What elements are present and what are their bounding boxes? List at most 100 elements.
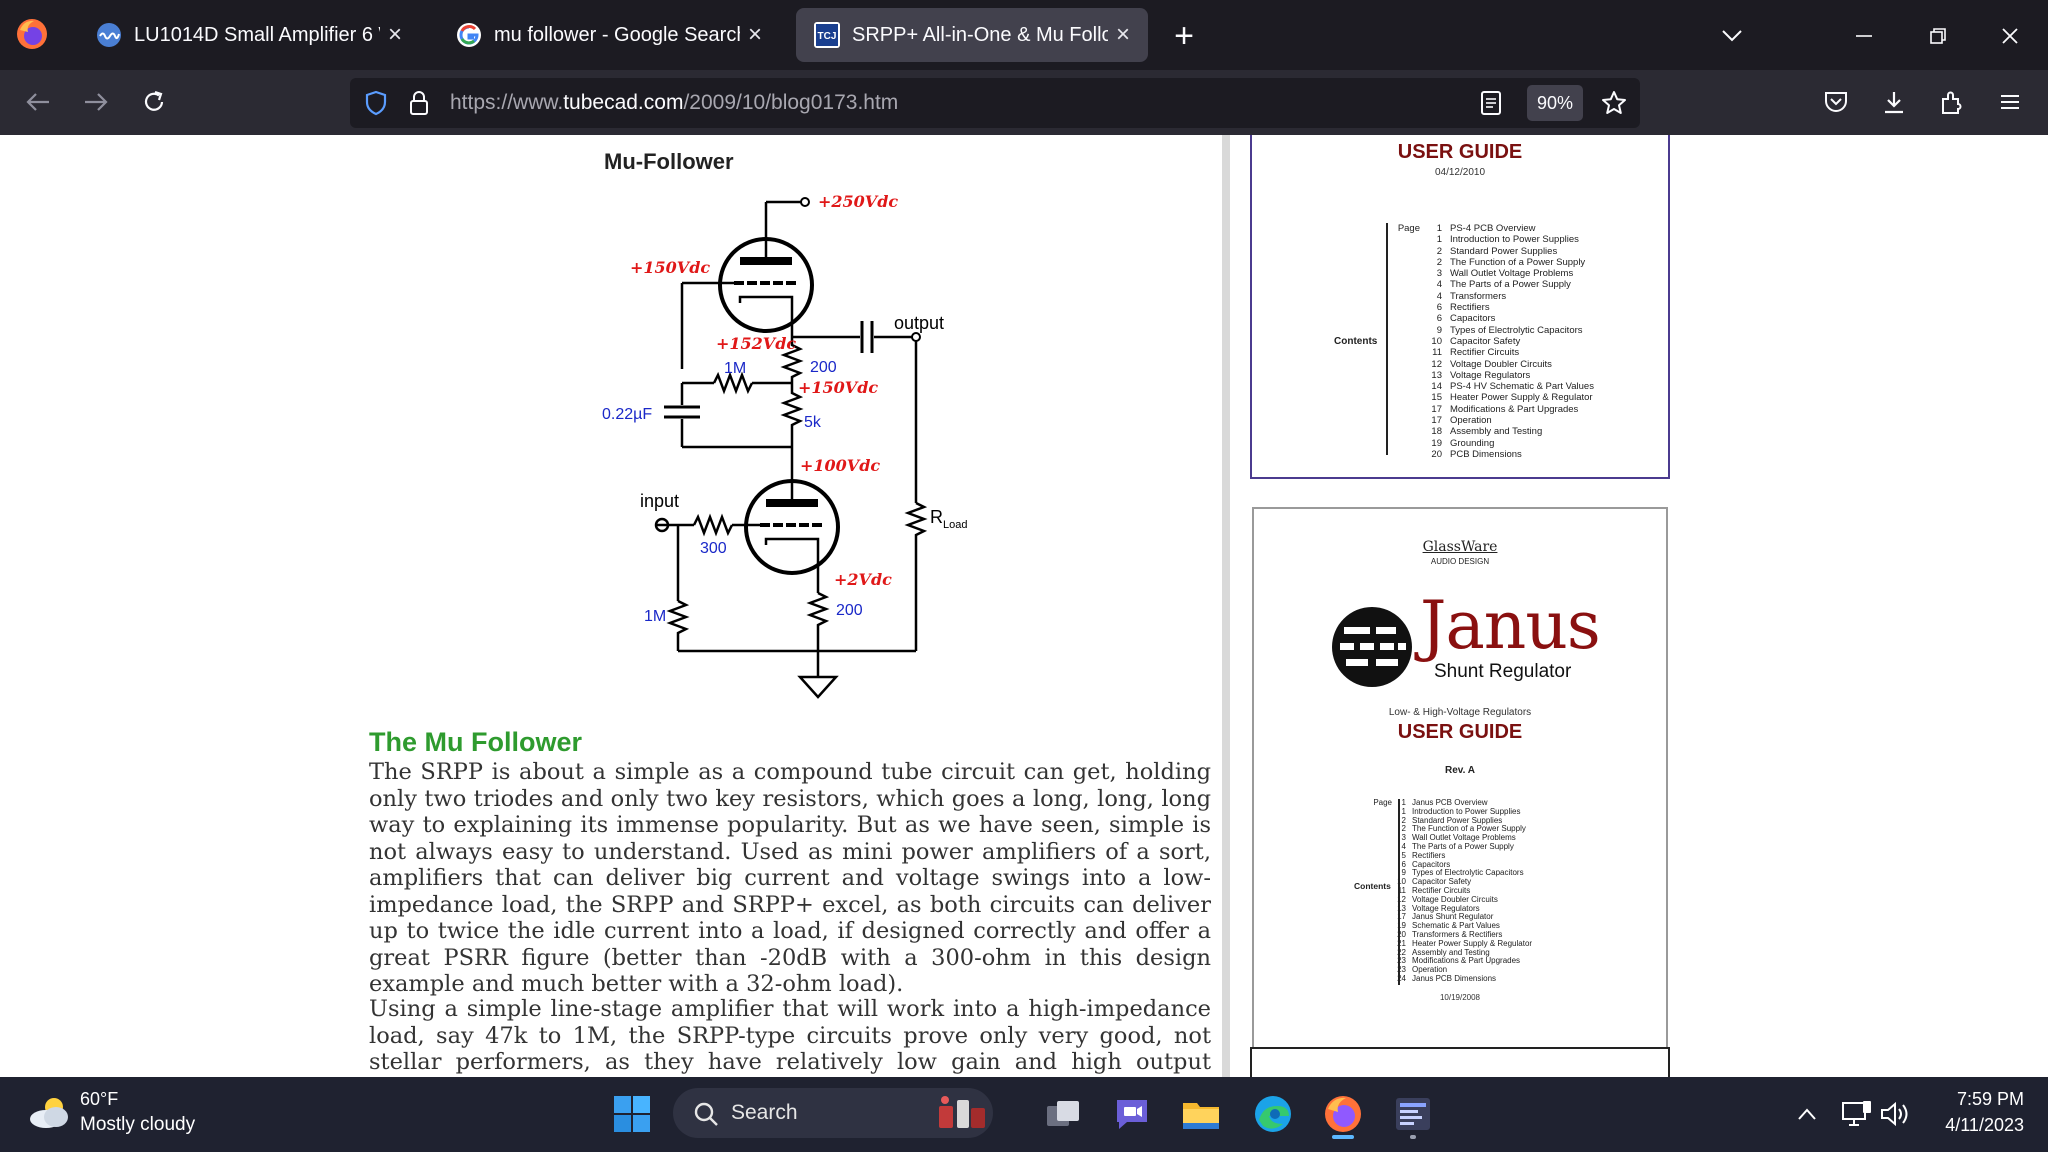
- toc-page-number: 15: [1431, 392, 1442, 404]
- toc-entry-title: Types of Electrolytic Capacitors: [1412, 868, 1524, 878]
- close-tab-icon[interactable]: ×: [1115, 21, 1130, 48]
- start-windows-icon[interactable]: [607, 1089, 657, 1139]
- extensions-icon[interactable]: [1930, 80, 1974, 124]
- toc-entry-title: Introduction to Power Supplies: [1412, 806, 1521, 816]
- padlock-icon[interactable]: [408, 89, 430, 117]
- toc-page-number: 17: [1397, 912, 1406, 922]
- voltage-label: +100Vdc: [800, 456, 880, 475]
- search-icon: [694, 1102, 718, 1126]
- firefox-menu-icon[interactable]: [14, 16, 50, 52]
- next-guide-ad[interactable]: [1250, 1047, 1670, 1077]
- product-subtitle: Shunt Regulator: [1434, 661, 1572, 682]
- toc-entry-title: Janus PCB Dimensions: [1412, 973, 1497, 983]
- volume-icon[interactable]: [1870, 1089, 1920, 1139]
- taskbar-clock-date[interactable]: 4/11/2023: [1945, 1115, 2024, 1135]
- toc-page-number: 6: [1401, 859, 1406, 869]
- reader-view-icon[interactable]: [1480, 90, 1502, 116]
- toc-entry-title: Capacitor Safety: [1450, 335, 1521, 347]
- minimize-icon[interactable]: [1842, 14, 1886, 58]
- taskbar-clock-time[interactable]: 7:59 PM: [1956, 1089, 2024, 1109]
- toc-page-number: 20: [1397, 929, 1406, 939]
- edge-browser-icon[interactable]: [1248, 1089, 1298, 1139]
- weather-temperature[interactable]: 60°F: [80, 1089, 119, 1109]
- search-highlight-icon: [939, 1096, 985, 1128]
- downloads-icon[interactable]: [1872, 80, 1916, 124]
- toc-entry-title: Wall Outlet Voltage Problems: [1412, 833, 1516, 843]
- resistor-value: 5k: [804, 414, 822, 431]
- list-all-tabs-icon[interactable]: [1710, 14, 1754, 58]
- toc-page-number: 23: [1397, 956, 1406, 966]
- navigation-bar: https://www.tubecad.com/2009/10/blog0173…: [0, 70, 2048, 135]
- toc-entry-title: The Function of a Power Supply: [1450, 256, 1586, 268]
- toc-entry-title: Voltage Doubler Circuits: [1450, 358, 1552, 370]
- toc-page-number: 11: [1432, 347, 1442, 359]
- input-label: input: [640, 491, 679, 511]
- forward-icon[interactable]: [74, 80, 118, 124]
- weather-description[interactable]: Mostly cloudy: [80, 1114, 196, 1135]
- toc-entry-title: Introduction to Power Supplies: [1450, 234, 1579, 246]
- toc-page-number: 18: [1431, 426, 1442, 438]
- toc-page-number: 13: [1397, 903, 1406, 913]
- network-icon[interactable]: [1832, 1089, 1882, 1139]
- windows-taskbar: 60°F Mostly cloudy Search: [0, 1077, 2048, 1152]
- chat-icon[interactable]: [1107, 1089, 1157, 1139]
- url-text[interactable]: https://www.tubecad.com/2009/10/blog0173…: [450, 91, 899, 114]
- pocket-icon[interactable]: [1814, 80, 1858, 124]
- back-icon[interactable]: [16, 80, 60, 124]
- toc-entry-title: Rectifiers: [1412, 850, 1446, 860]
- toc-entry-title: The Parts of a Power Supply: [1450, 279, 1571, 291]
- resistor-value: 1M: [724, 360, 746, 377]
- toc-entry-title: Assembly and Testing: [1450, 426, 1543, 438]
- tab-lu1014d[interactable]: LU1014D Small Amplifier 6 Watt ×: [78, 8, 420, 62]
- toc-list: Page: [1372, 798, 1400, 808]
- mostly-cloudy-weather-icon[interactable]: [26, 1093, 72, 1133]
- tab-google-search[interactable]: mu follower - Google Search ×: [438, 8, 780, 62]
- show-hidden-icons-chevron-icon[interactable]: [1782, 1089, 1832, 1139]
- close-tab-icon[interactable]: ×: [747, 21, 762, 48]
- close-tab-icon[interactable]: ×: [387, 21, 402, 48]
- task-view-icon[interactable]: [1038, 1089, 1088, 1139]
- app-taskbar-icon[interactable]: [1388, 1089, 1438, 1139]
- toc-entry-title: Rectifier Circuits: [1450, 347, 1520, 359]
- toc-entry-title: Modifications & Part Upgrades: [1412, 956, 1521, 966]
- output-label: output: [894, 313, 944, 333]
- janus-user-guide-ad[interactable]: GlassWare AUDIO DESIGN Janus Shunt Regul…: [1252, 507, 1668, 1077]
- close-window-icon[interactable]: [1988, 14, 2032, 58]
- url-bar[interactable]: https://www.tubecad.com/2009/10/blog0173…: [350, 78, 1640, 128]
- toc-page-number: 1: [1436, 223, 1442, 234]
- article-paragraph: Using a simple line-stage amplifier that…: [369, 996, 1211, 1077]
- toc-page-number: 9: [1436, 324, 1442, 336]
- toc-entry-title: Schematic & Part Values: [1412, 921, 1500, 931]
- mu-follower-schematic: .w { stroke:#000; stroke-width:2.5; fill…: [602, 192, 967, 699]
- firefox-taskbar-icon[interactable]: [1318, 1089, 1368, 1139]
- file-explorer-icon[interactable]: [1176, 1089, 1226, 1139]
- taskbar-search[interactable]: Search: [673, 1088, 993, 1138]
- restore-icon[interactable]: [1916, 14, 1960, 58]
- toc-page-number: 3: [1436, 268, 1442, 280]
- circuit-title: Mu-Follower: [604, 149, 734, 174]
- bookmark-star-icon[interactable]: [1600, 89, 1628, 117]
- product-name: Janus: [1420, 587, 1601, 664]
- app-menu-icon[interactable]: [1988, 80, 2032, 124]
- contents-label: Contents: [1354, 881, 1391, 891]
- tracking-protection-shield-icon[interactable]: [364, 90, 388, 116]
- new-tab-button[interactable]: +: [1174, 16, 1194, 55]
- tab-srpp-mu-follower[interactable]: TCJ SRPP+ All-in-One & Mu Follower ×: [796, 8, 1148, 62]
- reload-icon[interactable]: [132, 80, 176, 124]
- toc-page-number: 2: [1401, 815, 1406, 825]
- janus-logo-icon: [1332, 607, 1412, 687]
- zoom-level-button[interactable]: 90%: [1527, 85, 1583, 121]
